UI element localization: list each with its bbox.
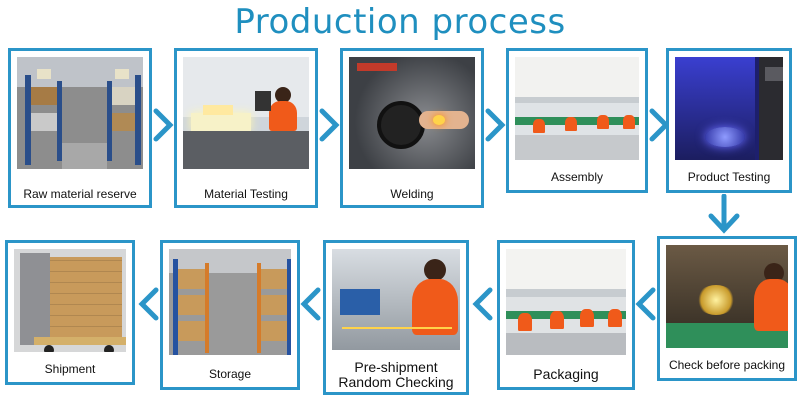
step-label: Check before packing [668,358,786,372]
step-label: Product Testing [687,170,771,184]
step-packaging: Packaging [497,240,635,390]
pre-shipment-checking-photo [332,249,460,350]
step-material-testing: Material Testing [174,48,318,208]
step-shipment: Shipment [5,240,135,385]
step-label: Welding [390,187,434,201]
arrow-down-icon [708,194,740,234]
shipment-photo [14,249,126,352]
page-title: Production process [234,2,566,42]
arrow-left-icon [472,287,493,321]
step-storage: Storage [160,240,300,390]
step-label: Packaging [533,366,599,382]
step-raw-material-reserve: Raw material reserve [8,48,152,208]
arrow-left-icon [635,287,656,321]
packaging-photo [506,249,626,355]
arrow-right-icon [153,108,174,142]
product-testing-photo [675,57,783,160]
step-pre-shipment-random-checking: Pre-shipment Random Checking [323,240,469,395]
step-label: Shipment [44,362,96,376]
arrow-right-icon [485,108,506,142]
arrow-left-icon [300,287,321,321]
step-label: Assembly [550,170,603,184]
assembly-photo [515,57,639,160]
step-label: Pre-shipment Random Checking [326,360,466,390]
step-label-text: Pre-shipment Random Checking [338,359,454,390]
material-testing-photo [183,57,309,169]
arrow-left-icon [138,287,159,321]
step-label: Storage [208,367,252,381]
step-assembly: Assembly [506,48,648,193]
welding-photo [349,57,475,169]
step-label: Raw material reserve [23,187,137,201]
step-product-testing: Product Testing [666,48,792,193]
step-check-before-packing: Check before packing [657,236,797,381]
arrow-right-icon [319,108,340,142]
storage-photo [169,249,291,355]
check-before-packing-photo [666,245,788,348]
step-welding: Welding [340,48,484,208]
step-label: Material Testing [204,187,288,201]
warehouse-photo [17,57,143,169]
